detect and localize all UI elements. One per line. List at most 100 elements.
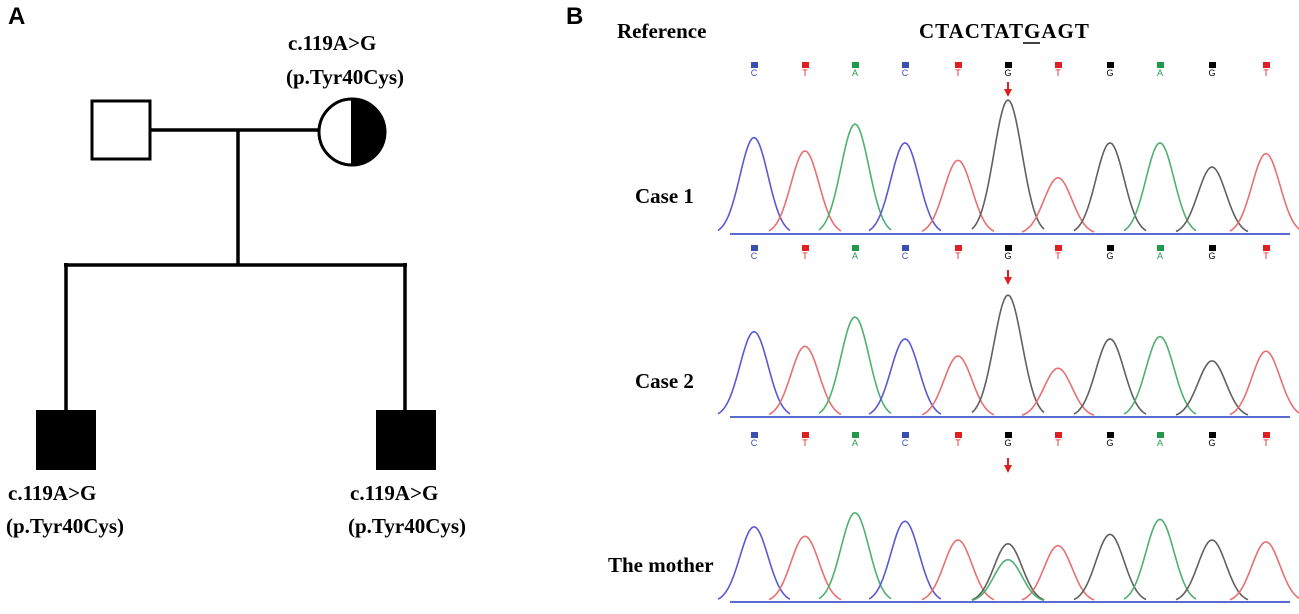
trace-peak-g: [1073, 142, 1147, 232]
base-marker-c: [751, 432, 758, 438]
base-marker-c: [902, 432, 909, 438]
base-marker-t: [1055, 245, 1062, 251]
base-letter-g: G: [1004, 68, 1011, 78]
base-letter-a: A: [852, 68, 858, 78]
base-marker-g: [1209, 245, 1216, 251]
base-marker-t: [802, 245, 809, 251]
base-marker-g: [1107, 432, 1114, 438]
base-marker-c: [751, 245, 758, 251]
base-letter-g: G: [1004, 438, 1011, 448]
trace-peak-c: [717, 525, 791, 600]
base-letter-t: T: [802, 68, 808, 78]
base-marker-t: [955, 62, 962, 68]
row-label-case-2: Case 2: [635, 369, 694, 393]
base-letter-a: A: [852, 438, 858, 448]
base-marker-t: [1055, 62, 1062, 68]
mother-symbol: [317, 97, 387, 167]
trace-peak-g: [1175, 539, 1249, 601]
mutation-arrow-head: [1004, 277, 1012, 285]
son-right-protein-label: (p.Tyr40Cys): [348, 514, 466, 538]
son-right-symbol: [376, 410, 436, 470]
son-right-variant-label: c.119A>G: [350, 481, 438, 505]
base-letter-c: C: [751, 68, 758, 78]
trace-peak-c: [717, 136, 791, 232]
base-marker-t: [802, 432, 809, 438]
trace-peak-t: [1021, 544, 1095, 601]
base-marker-g: [1209, 432, 1216, 438]
base-marker-c: [902, 245, 909, 251]
base-marker-t: [1055, 432, 1062, 438]
trace-peak-g: [1175, 166, 1249, 233]
row-label-mother: The mother: [608, 553, 714, 577]
base-letter-g: G: [1106, 251, 1113, 261]
trace-peak-t: [1229, 152, 1299, 232]
trace-peak-a: [818, 316, 892, 414]
base-letter-t: T: [802, 438, 808, 448]
base-letter-t: T: [955, 438, 961, 448]
trace-secondary-peak-a: [971, 558, 1045, 602]
base-marker-g: [1209, 62, 1216, 68]
base-letter-t: T: [1263, 251, 1269, 261]
son-left-symbol: [36, 410, 96, 470]
base-marker-g: [1005, 432, 1012, 438]
base-marker-g: [1107, 62, 1114, 68]
trace-peak-g: [971, 542, 1045, 601]
trace-peak-t: [768, 150, 842, 232]
trace-peak-c: [717, 330, 791, 415]
trace-peak-g: [971, 294, 1045, 414]
trace-peak-t: [768, 535, 842, 601]
base-letter-t: T: [1263, 68, 1269, 78]
trace-peak-t: [921, 539, 995, 601]
base-marker-a: [1157, 245, 1164, 251]
trace-peak-c: [868, 338, 942, 415]
base-letter-c: C: [902, 438, 909, 448]
trace-peak-t: [1229, 540, 1299, 601]
trace-peak-g: [1175, 360, 1249, 416]
panel-a: A c.119A>G (p.Tyr40Cys) c.119A>G (p.Tyr4…: [6, 3, 466, 538]
base-letter-t: T: [955, 68, 961, 78]
panel-b-letter: B: [566, 3, 583, 30]
base-marker-c: [751, 62, 758, 68]
base-letter-t: T: [1055, 251, 1061, 261]
trace-peak-a: [1123, 518, 1197, 600]
base-letter-g: G: [1208, 438, 1215, 448]
trace-peak-g: [1073, 533, 1147, 601]
mother-protein-label: (p.Tyr40Cys): [286, 65, 404, 89]
trace-peak-a: [1123, 142, 1197, 232]
base-marker-t: [955, 432, 962, 438]
base-letter-a: A: [852, 251, 858, 261]
base-marker-t: [802, 62, 809, 68]
base-marker-a: [852, 245, 859, 251]
base-letter-c: C: [751, 438, 758, 448]
panel-a-letter: A: [8, 3, 25, 30]
base-marker-c: [902, 62, 909, 68]
trace-peak-a: [1123, 335, 1197, 415]
base-marker-a: [852, 432, 859, 438]
base-letter-g: G: [1004, 251, 1011, 261]
base-marker-t: [1263, 432, 1270, 438]
mother-variant-label: c.119A>G: [288, 31, 376, 55]
base-letter-t: T: [1055, 68, 1061, 78]
mutation-arrow-head: [1004, 89, 1012, 97]
trace-peak-t: [921, 159, 995, 232]
reference-label: Reference: [617, 19, 706, 43]
base-marker-g: [1107, 245, 1114, 251]
base-marker-g: [1005, 62, 1012, 68]
trace-peak-a: [818, 123, 892, 231]
base-marker-g: [1005, 245, 1012, 251]
base-letter-a: A: [1157, 438, 1163, 448]
base-letter-a: A: [1157, 251, 1163, 261]
row-label-case-1: Case 1: [635, 184, 694, 208]
base-letter-a: A: [1157, 68, 1163, 78]
base-marker-t: [955, 245, 962, 251]
trace-peak-t: [1229, 350, 1299, 416]
mutation-arrow-head: [1004, 465, 1012, 473]
son-left-protein-label: (p.Tyr40Cys): [6, 514, 124, 538]
base-letter-g: G: [1106, 68, 1113, 78]
trace-peak-c: [868, 142, 942, 232]
base-marker-a: [1157, 62, 1164, 68]
